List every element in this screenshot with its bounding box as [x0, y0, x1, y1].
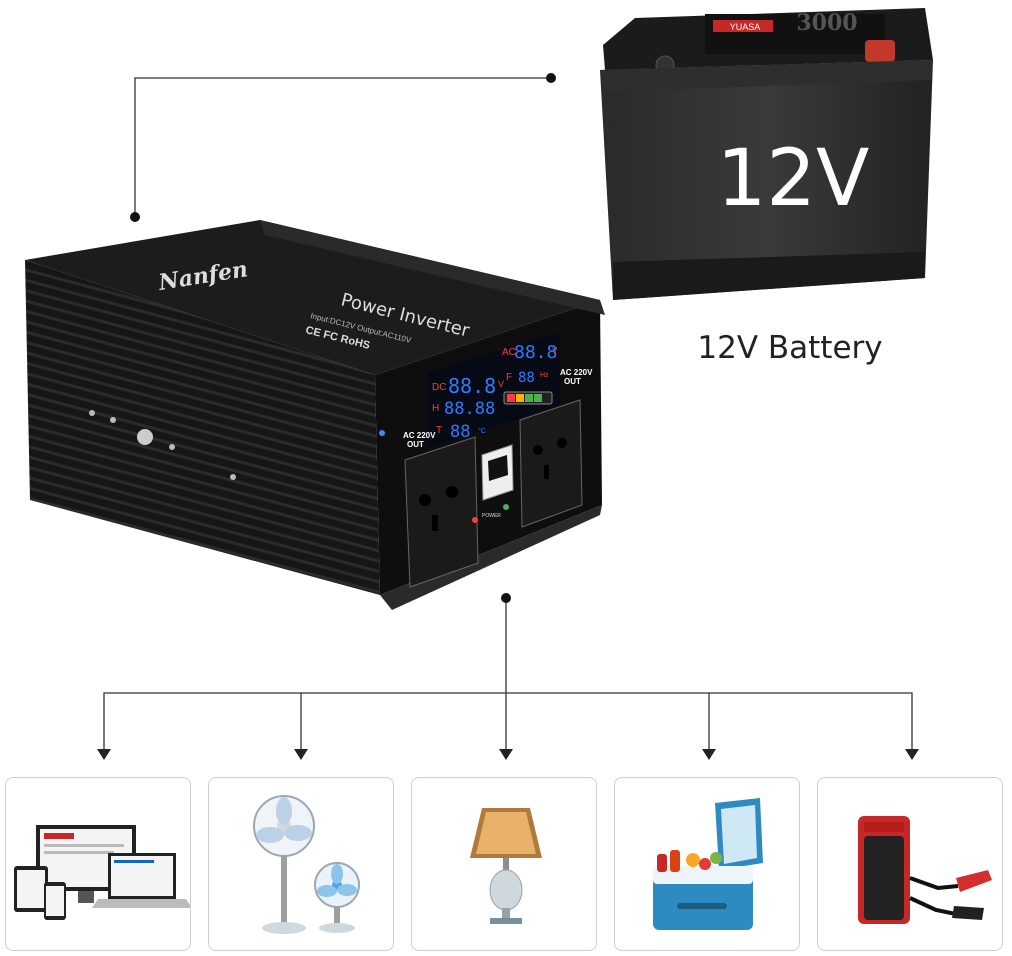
terminal-knob-icon: [137, 429, 153, 445]
battery-caption: 12V Battery: [697, 330, 883, 366]
battery-top-label: 3000: [796, 10, 857, 36]
device-card-computers: [5, 777, 191, 951]
table-lamp-icon: [470, 808, 542, 924]
arrow-down-icon: [97, 749, 111, 760]
power-label: POWER: [482, 513, 501, 519]
outlet-left-label-1: AC 220V: [403, 431, 436, 440]
output-connection-dot: [501, 593, 511, 603]
cooler-box-icon: [653, 798, 763, 930]
dc-tag: DC: [432, 382, 446, 393]
frequency-readout: 88: [518, 370, 535, 386]
arrow-down-icon: [905, 749, 919, 760]
h-readout: 88.88: [444, 399, 495, 419]
arrow-down-icon: [702, 749, 716, 760]
fault-led-icon: [472, 517, 478, 523]
arrow-down-icon: [294, 749, 308, 760]
battery-brand: YUASA: [730, 22, 761, 32]
arrow-down-icon: [499, 749, 513, 760]
temperature-readout: 88: [450, 422, 470, 442]
dc-unit: V: [498, 379, 504, 389]
device-card-jump-starter: [817, 777, 1003, 951]
frequency-unit: Hz: [540, 372, 549, 379]
f-tag: F: [506, 372, 512, 383]
temperature-unit: °C: [478, 427, 486, 435]
ac-unit: V: [552, 346, 558, 355]
power-switch[interactable]: [481, 444, 514, 501]
inverter-connection-dot: [130, 212, 140, 222]
device-card-fans: [208, 777, 394, 951]
battery-wire: [134, 77, 551, 217]
dc-voltage-readout: 88.8: [448, 374, 496, 398]
device-card-lamp: [411, 777, 597, 951]
ac-outlet-left[interactable]: [404, 436, 479, 588]
power-led-icon: [503, 504, 509, 510]
device-card-cooler: [614, 777, 800, 951]
lcd-display: [428, 333, 560, 448]
positive-terminal-icon: [865, 40, 895, 62]
t-tag: T: [436, 425, 442, 436]
laptop-monitor-tablet-phone-icon: [14, 825, 190, 920]
battery-level-icon: [503, 391, 553, 405]
ac-tag: AC: [502, 347, 516, 358]
car-battery: YUASA 3000 12V: [600, 8, 933, 300]
h-tag: H: [432, 403, 439, 414]
outlet-right-label-2: OUT: [564, 377, 581, 386]
outlet-right-label-1: AC 220V: [560, 368, 593, 377]
ac-voltage-readout: 88.8: [514, 342, 557, 363]
outlet-left-label-2: OUT: [407, 440, 424, 449]
status-led-icon: [379, 430, 385, 436]
battery-voltage-label: 12V: [717, 134, 870, 224]
standing-fan-icon: [253, 795, 360, 934]
power-inverter: Nanfen Power Inverter Input:DC12V Output…: [25, 220, 605, 610]
ac-outlet-right[interactable]: [519, 399, 583, 528]
battery-connection-dot: [546, 73, 556, 83]
jump-starter-icon: [858, 816, 992, 924]
distribution-bus: [103, 692, 913, 752]
